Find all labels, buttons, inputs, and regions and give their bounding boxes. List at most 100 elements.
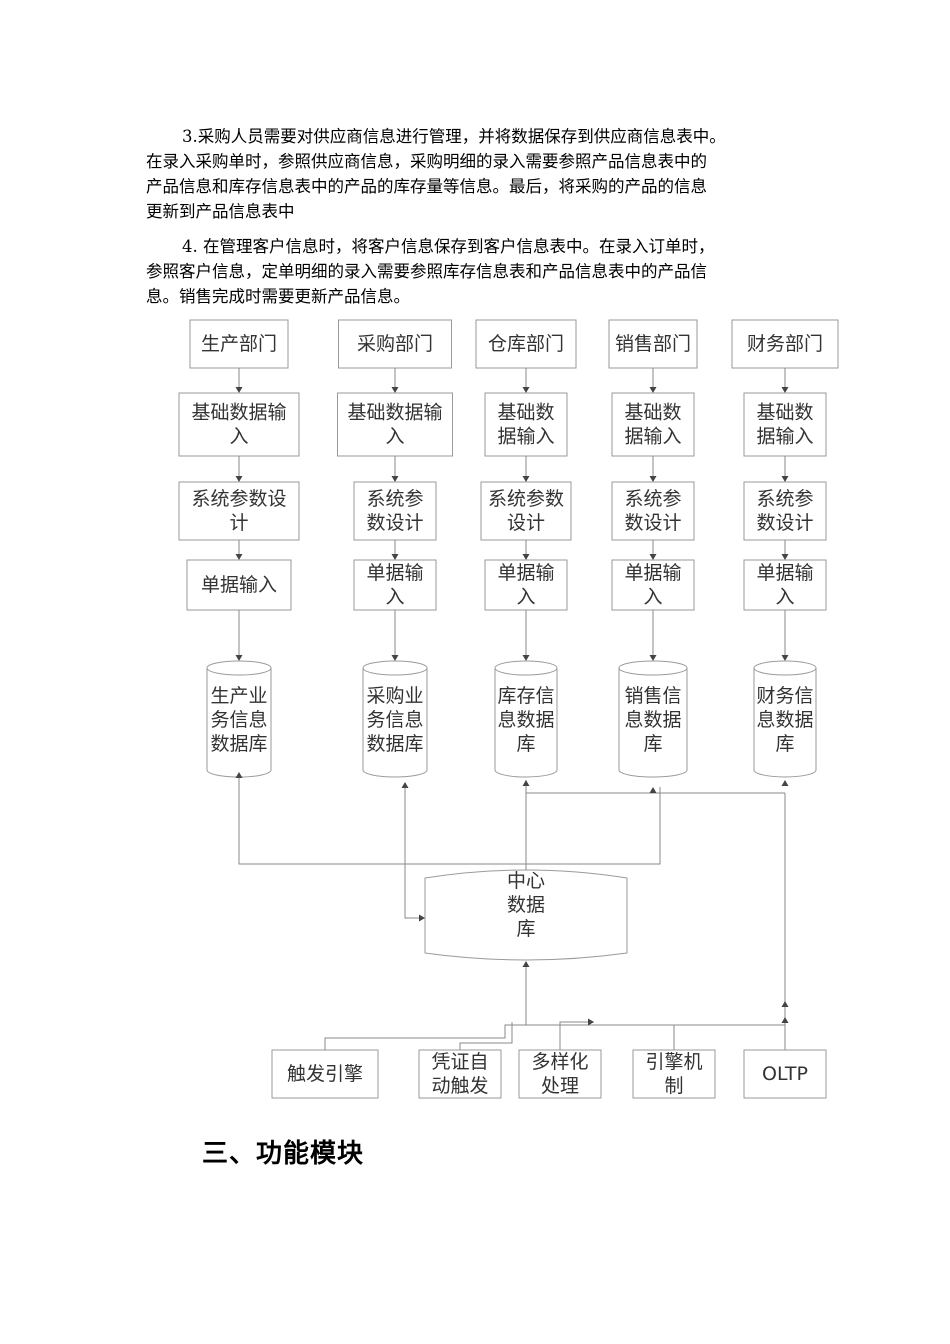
arrow-head (781, 1017, 789, 1023)
arrow-head (235, 554, 243, 560)
arrow-head (522, 387, 530, 393)
section-heading: 三、功能模块 (202, 1139, 365, 1169)
arrow-head (419, 914, 425, 922)
arrow-head (649, 554, 657, 560)
param-design-label: 设计 (507, 512, 545, 534)
arrow-head (649, 387, 657, 393)
arrow-head (649, 476, 657, 482)
central-database-label: 数据 (507, 894, 545, 916)
trigger-engine-link (324, 1024, 785, 1050)
column-5-department-box (731, 319, 839, 369)
column-4-department-box (608, 319, 698, 369)
paragraph-3-line: 更新到产品信息表中 (146, 202, 295, 221)
database-label: 生产业 (210, 685, 267, 707)
doc-input-label: 入 (643, 586, 662, 608)
central-database-label: 库 (516, 918, 535, 940)
param-design-label: 数设计 (756, 512, 813, 534)
doc-input-label: 单据输 (366, 562, 423, 584)
purchase-db-link (404, 786, 425, 919)
arrow-head (588, 1018, 594, 1026)
paragraph-4-line: 参照客户信息，定单明细的录入需要参照库存信息表和产品信息表中的产品信 (146, 262, 707, 281)
arrow-head (781, 1001, 789, 1007)
basic-input-label: 基础数据输 (191, 402, 286, 424)
basic-input-label: 基础数 (497, 402, 554, 424)
arrow-head (522, 476, 530, 482)
column-1-basic-input-box (178, 392, 300, 457)
doc-input-label: 入 (385, 586, 404, 608)
basic-input-label: 据输入 (624, 425, 681, 447)
department-label: 财务部门 (747, 333, 823, 355)
basic-input-label: 基础数 (624, 402, 681, 424)
department-label: 采购部门 (357, 333, 433, 355)
paragraph-4-line: 息。销售完成时需要更新产品信息。 (146, 287, 410, 306)
param-design-label: 数设计 (624, 512, 681, 534)
diverse-processing-link (559, 1021, 594, 1050)
param-design-label: 系统参数 (488, 488, 564, 510)
database-label: 息数据 (497, 709, 554, 731)
database-label: 数据库 (366, 733, 423, 755)
database-label: 务信息 (210, 709, 267, 731)
basic-input-label: 基础数 (756, 402, 813, 424)
column-5-basic-input-box (743, 392, 827, 457)
arrow-head (781, 655, 789, 661)
column-3-database-cylinder (494, 660, 558, 778)
department-label: 仓库部门 (488, 333, 564, 355)
column-3-doc-input-box (484, 559, 568, 611)
paragraph-4: 4. 在管理客户信息时，将客户信息保存到客户信息表中。在录入订单时， 参照客户信… (146, 234, 814, 309)
database-label: 库 (516, 733, 535, 755)
arrow-head (235, 655, 243, 661)
arrow-head (235, 476, 243, 482)
column-2-database-cylinder-rim (362, 667, 428, 676)
column-1-department-box (189, 319, 289, 369)
database-label: 库 (775, 733, 794, 755)
paragraph-3: 3.采购人员需要对供应商信息进行管理，并将数据保存到供应商信息表中。 在录入采购… (146, 124, 814, 224)
arrow-head (235, 772, 243, 778)
database-label: 库存信 (497, 685, 554, 707)
column-5-doc-input-box (743, 559, 827, 611)
bottom-box-2 (418, 1049, 502, 1099)
arrow-head (391, 554, 399, 560)
database-label: 务信息 (366, 709, 423, 731)
database-label: 财务信 (756, 685, 813, 707)
department-label: 生产部门 (201, 333, 277, 355)
column-5-database-cylinder (753, 660, 817, 778)
column-2-basic-input-box (337, 392, 453, 457)
basic-input-label: 基础数据输 (347, 402, 442, 424)
column-1-database-cylinder-rim (206, 667, 272, 676)
column-1-database-cylinder (206, 660, 272, 778)
voucher-link (459, 1022, 513, 1050)
column-3-basic-input-box (484, 392, 568, 457)
database-label: 采购业 (366, 685, 423, 707)
doc-input-label: 单据输 (624, 562, 681, 584)
column-5-param-design-box (743, 481, 827, 541)
column-1-doc-input-box (186, 559, 292, 611)
central-database (424, 869, 628, 961)
column-2-doc-input-box (353, 559, 437, 611)
bottom-box-label: 凭证自 (431, 1051, 488, 1073)
bottom-box-5 (743, 1049, 827, 1099)
basic-input-label: 入 (385, 425, 404, 447)
doc-input-label: 入 (775, 586, 794, 608)
doc-input-label: 单据输入 (201, 574, 277, 596)
arrow-head (522, 780, 530, 786)
arrow-head (391, 387, 399, 393)
column-2-param-design-box (353, 481, 437, 541)
paragraph-3-line: 产品信息和库存信息表中的产品的库存量等信息。最后，将采购的产品的信息 (146, 177, 707, 196)
arrow-head (781, 554, 789, 560)
bottom-box-3 (518, 1049, 602, 1099)
bottom-box-label: OLTP (762, 1063, 808, 1085)
paragraph-4-line: 4. 在管理客户信息时，将客户信息保存到客户信息表中。在录入订单时， (182, 237, 715, 256)
column-4-basic-input-box (611, 392, 695, 457)
column-5-database-cylinder-rim (753, 667, 817, 676)
production-db-link (238, 776, 661, 865)
basic-input-label: 据输入 (756, 425, 813, 447)
column-1-param-design-box (178, 481, 300, 541)
arrow-head (235, 387, 243, 393)
doc-input-label: 单据输 (497, 562, 554, 584)
arrow-head (401, 782, 409, 788)
bottom-box-label: 多样化 (531, 1051, 588, 1073)
basic-input-label: 入 (229, 425, 248, 447)
doc-input-label: 入 (516, 586, 535, 608)
arrow-head (649, 655, 657, 661)
